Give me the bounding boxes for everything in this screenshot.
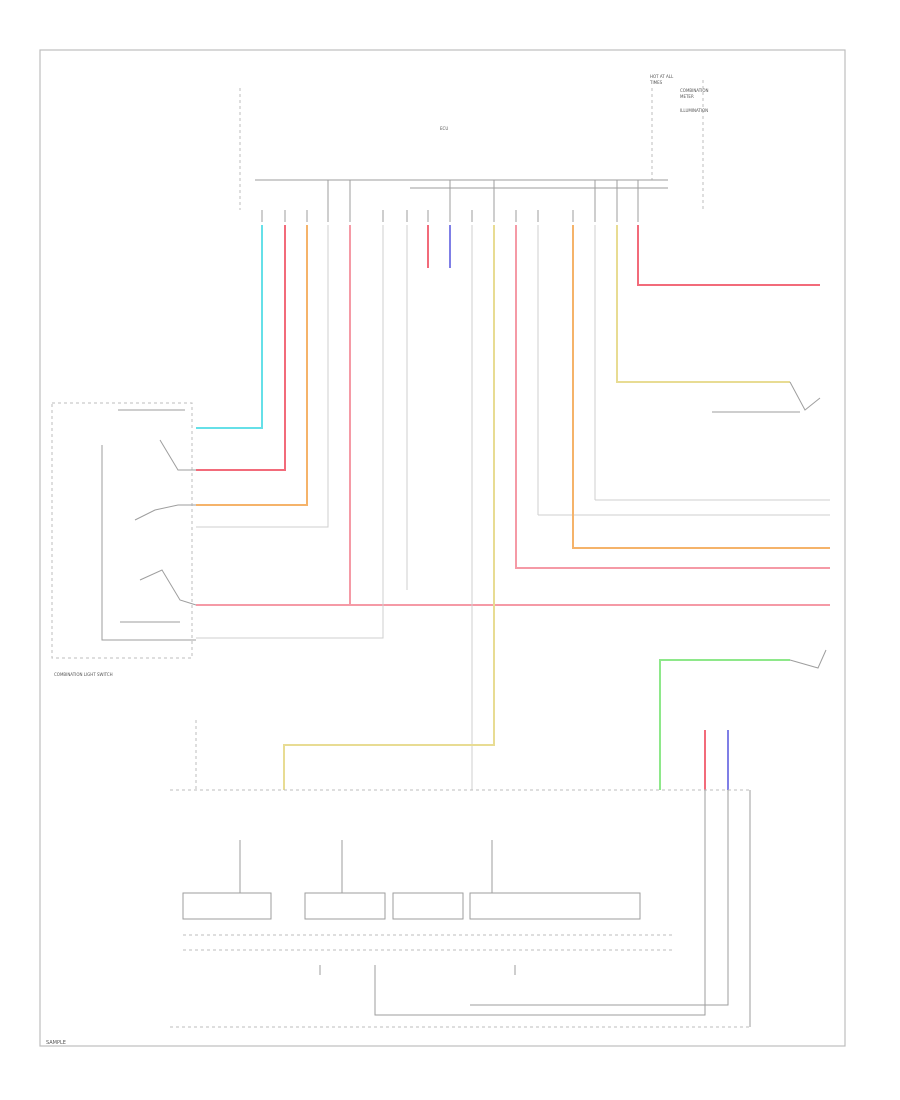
page-label: SAMPLE [46,1040,66,1046]
svg-text:COMBINATION: COMBINATION [680,88,709,93]
wire-harness [195,225,830,790]
svg-text:HOT AT ALL: HOT AT ALL [650,74,674,79]
svg-text:ECU: ECU [440,126,448,131]
diagram-frame [39,49,846,1047]
connector-stubs [261,180,639,222]
svg-text:TIMES: TIMES [649,80,663,85]
combination-light-switch: COMBINATION LIGHT SWITCH [51,402,197,677]
ecu-module: ECU HOT AT ALL TIMES COMBINATION METER I… [239,74,709,210]
svg-text:ILLUMINATION: ILLUMINATION [680,108,708,113]
lower-module [170,789,751,1028]
svg-text:METER: METER [680,94,694,99]
switch-label: COMBINATION LIGHT SWITCH [54,672,113,677]
